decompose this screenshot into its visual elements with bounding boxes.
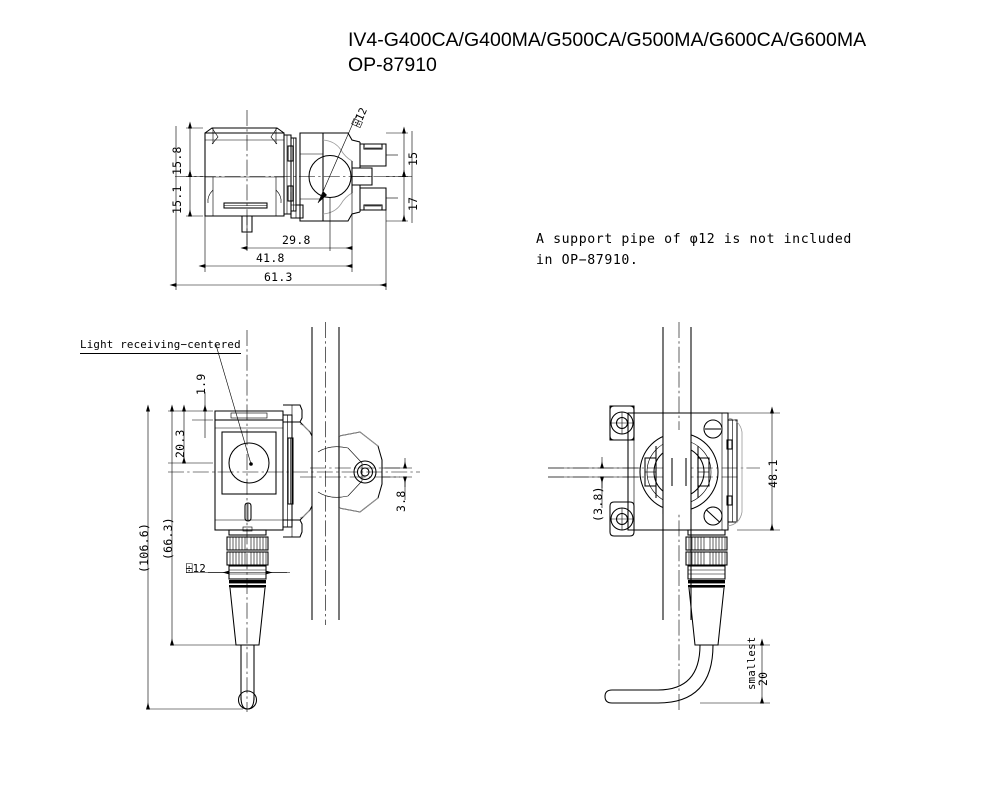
dim-front-1-9: 1.9 [194,373,208,395]
dim-top-15: 15 [406,151,420,166]
title-option-line: OP-87910 [348,54,437,76]
dim-top-15-8: 15.8 [170,146,184,175]
front-view-geometry [146,322,420,712]
label-cable-diameter: ⌹12 [186,563,207,575]
title-model-line: IV4-G400CA/G400MA/G500CA/G500MA/G600CA/G… [348,29,867,51]
side-view-geometry [548,322,780,712]
dim-front-20-3: 20.3 [173,429,187,458]
dim-top-61-3: 61.3 [264,270,293,284]
light-receiving-callout: Light receiving−centered [80,338,241,354]
note-line-2: in OP−87910. [536,253,639,268]
support-pipe-note: A support pipe of φ12 is not included in… [536,229,852,271]
dim-side-bend-20: 20 [756,671,770,686]
drawing-title: IV4-G400CA/G400MA/G500CA/G500MA/G600CA/G… [348,28,866,78]
top-view-geometry [169,110,413,290]
dim-front-106-6: (106.6) [137,522,151,573]
dim-front-3-8: 3.8 [394,490,408,512]
dim-top-17: 17 [406,196,420,211]
dim-side-48-1: 48.1 [766,459,780,488]
label-smallest-bend: smallest [746,636,758,690]
dim-top-29-8: 29.8 [282,233,311,247]
dim-front-66-3: (66.3) [161,517,175,560]
dim-top-15-1: 15.1 [170,185,184,214]
dim-top-41-8: 41.8 [256,251,285,265]
dim-side-3-8: (3.8) [591,486,605,522]
note-line-1: A support pipe of φ12 is not included [536,232,852,247]
